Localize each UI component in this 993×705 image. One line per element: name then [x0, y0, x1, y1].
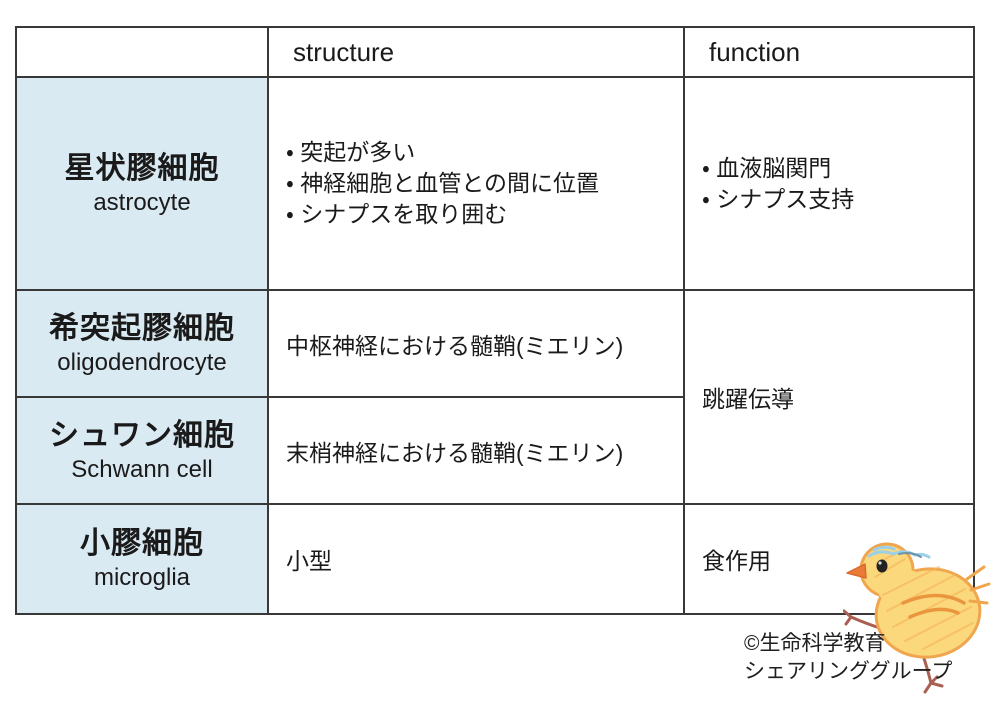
- cell-function-astrocyte: ・ 血液脳関門 ・ シナプス支持: [683, 76, 975, 291]
- structure-bullet-list: ・ 突起が多い ・ 神経細胞と血管との間に位置 ・ シナプスを取り囲む: [286, 137, 675, 230]
- bullet-item: ・ シナプスを取り囲む: [286, 201, 508, 227]
- cell-structure-astrocyte: ・ 突起が多い ・ 神経細胞と血管との間に位置 ・ シナプスを取り囲む: [267, 76, 685, 291]
- cell-name-ja: 星状膠細胞: [64, 151, 220, 185]
- cell-name-oligodendrocyte: 希突起膠細胞 oligodendrocyte: [15, 289, 269, 398]
- glial-cells-table: structure function 星状膠細胞 astrocyte ・ 突起が…: [15, 26, 975, 615]
- chick-head-tuft: [867, 545, 931, 559]
- chick-mascot-icon: [843, 542, 991, 694]
- bullet-item: ・ 突起が多い: [286, 139, 416, 165]
- table-row-microglia: 小膠細胞 microglia 小型 食作用: [15, 503, 975, 615]
- function-bullet-list: ・ 血液脳関門 ・ シナプス支持: [702, 153, 965, 215]
- cell-structure-microglia: 小型: [267, 503, 685, 615]
- header-structure: structure: [267, 26, 685, 78]
- bullet-item: ・ シナプス支持: [702, 185, 855, 212]
- header-row: structure function: [15, 26, 975, 78]
- table-row-schwann: シュワン細胞 Schwann cell 末梢神経における髄鞘(ミエリン): [15, 396, 974, 505]
- cell-name-ja: 小膠細胞: [80, 527, 204, 560]
- chick-body: [859, 542, 991, 659]
- credit-line-1: ©生命科学教育: [744, 632, 886, 655]
- cell-function-merged-saltatory: 跳躍伝導: [683, 289, 975, 505]
- table-row-oligodendrocyte: 希突起膠細胞 oligodendrocyte 中枢神経における髄鞘(ミエリン) …: [15, 289, 975, 505]
- cell-name-microglia: 小膠細胞 microglia: [15, 503, 269, 615]
- cell-name-schwann: シュワン細胞 Schwann cell: [15, 396, 269, 505]
- bullet-item: ・ 神経細胞と血管との間に位置: [286, 170, 599, 196]
- table-row-astrocyte: 星状膠細胞 astrocyte ・ 突起が多い ・ 神経細胞と血管との間に位置 …: [15, 76, 975, 291]
- cell-name-en: oligodendrocyte: [57, 348, 227, 376]
- cell-name-en: astrocyte: [93, 188, 191, 216]
- cell-name-ja: 希突起膠細胞: [49, 311, 235, 345]
- chick-eye: [876, 559, 888, 573]
- chick-beak: [846, 563, 867, 579]
- header-function: function: [683, 26, 975, 78]
- cell-structure-oligodendrocyte: 中枢神経における髄鞘(ミエリン): [267, 289, 685, 398]
- bullet-item: ・ 血液脳関門: [702, 154, 832, 181]
- cell-name-en: microglia: [93, 564, 191, 591]
- copyright-credit: ©生命科学教育 シェアリンググループ: [744, 630, 952, 686]
- cell-name-ja: シュワン細胞: [49, 418, 235, 452]
- chick-wing: [901, 593, 966, 619]
- header-blank-cell: [15, 26, 269, 78]
- cell-name-astrocyte: 星状膠細胞 astrocyte: [15, 76, 269, 291]
- cell-structure-schwann: 末梢神経における髄鞘(ミエリン): [267, 396, 685, 505]
- cell-name-en: Schwann cell: [71, 455, 213, 483]
- credit-line-2: シェアリンググループ: [744, 660, 953, 683]
